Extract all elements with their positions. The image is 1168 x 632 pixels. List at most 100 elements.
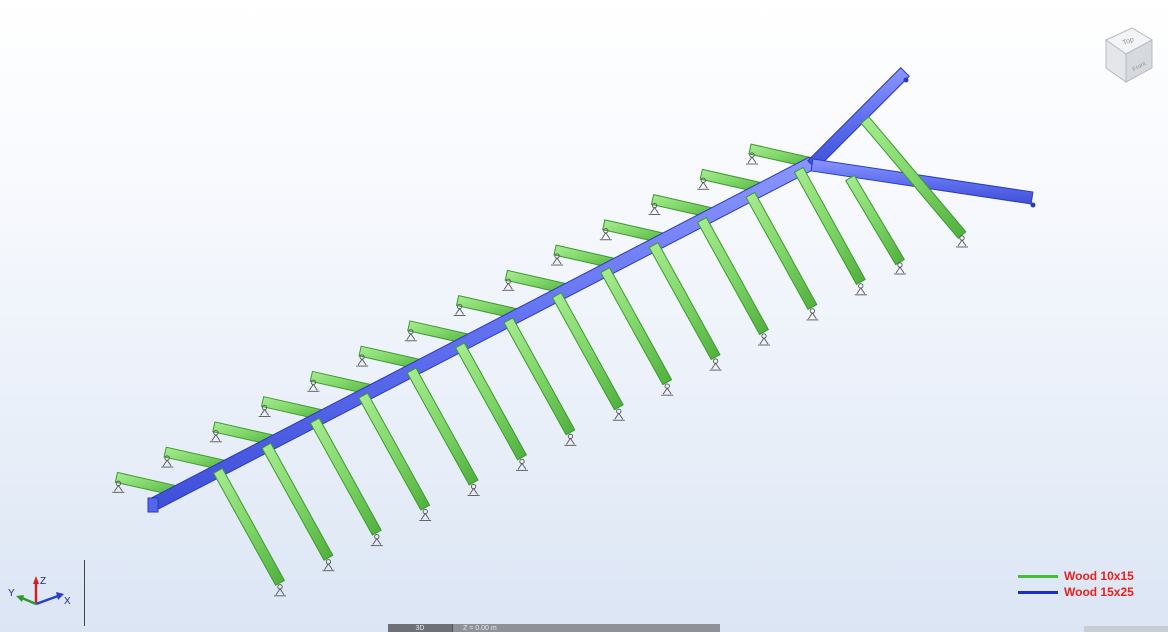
support-leg	[376, 538, 382, 545]
support-leg	[459, 308, 464, 315]
supports-layer	[112, 152, 968, 597]
support-node	[858, 283, 864, 289]
legend-swatch-green	[1018, 574, 1058, 578]
beam-end-node	[1030, 202, 1036, 208]
support-icon	[516, 458, 528, 471]
support-icon	[661, 383, 674, 396]
support-leg	[215, 434, 221, 442]
support-icon	[746, 152, 758, 165]
support-node	[325, 559, 332, 565]
support-leg	[118, 485, 123, 492]
support-leg	[328, 563, 333, 570]
support-leg	[654, 207, 659, 214]
support-leg	[260, 409, 265, 416]
support-node	[809, 308, 816, 314]
support-leg	[279, 588, 285, 596]
support-leg	[420, 513, 426, 520]
triad-divider	[84, 560, 85, 626]
support-leg	[763, 337, 769, 345]
support-leg	[961, 239, 967, 247]
support-leg	[601, 232, 607, 240]
support-leg	[406, 333, 412, 341]
support-leg	[410, 333, 416, 341]
joists-front-layer	[212, 116, 967, 586]
support-node	[567, 433, 574, 439]
beams-layer	[147, 67, 1036, 513]
support-node	[761, 333, 767, 339]
joist-front	[261, 442, 334, 561]
support-icon	[356, 354, 369, 367]
corner-tab[interactable]	[1084, 626, 1168, 632]
support-icon	[894, 262, 906, 275]
view-cube-top-label[interactable]: Top	[1122, 36, 1135, 47]
axis-triad-icon: Y Z X	[8, 576, 71, 607]
support-icon	[564, 433, 577, 446]
support-icon	[648, 202, 661, 215]
joist-front	[696, 216, 770, 336]
joist-front	[551, 292, 624, 411]
support-leg	[552, 257, 558, 265]
support-node	[959, 235, 965, 241]
joist-front	[406, 367, 479, 486]
joist-front	[793, 166, 866, 285]
support-leg	[312, 384, 318, 391]
support-leg	[503, 283, 509, 290]
support-leg	[711, 362, 716, 370]
support-leg	[469, 488, 474, 495]
support-leg	[895, 266, 901, 274]
coordinate-field[interactable]: Z = 0.00 m	[463, 625, 497, 632]
support-icon	[370, 533, 383, 547]
view-cube-icon[interactable]: Top Front	[1098, 10, 1158, 90]
support-icon	[467, 483, 480, 496]
support-node	[712, 358, 719, 364]
support-icon	[419, 508, 432, 522]
axis-x-label: X	[64, 596, 71, 607]
joist-front	[600, 267, 673, 386]
section-legend: Wood 10x15 Wood 15x25	[1018, 568, 1158, 600]
support-leg	[747, 156, 753, 164]
support-icon	[806, 308, 819, 321]
support-leg	[424, 513, 430, 520]
support-icon	[209, 430, 222, 443]
support-icon	[502, 278, 515, 291]
joists-back-layer	[114, 143, 814, 497]
support-node	[374, 533, 380, 540]
joist-front	[309, 417, 382, 536]
support-leg	[114, 485, 119, 492]
support-leg	[455, 308, 460, 315]
support-leg	[570, 438, 575, 445]
support-icon	[697, 177, 710, 190]
support-leg	[605, 232, 611, 240]
support-leg	[856, 287, 862, 295]
support-icon	[322, 559, 335, 572]
support-node	[519, 458, 525, 465]
support-leg	[372, 538, 378, 545]
legend-swatch-blue	[1018, 590, 1058, 594]
beam-end-cap	[147, 497, 159, 513]
support-leg	[566, 438, 571, 445]
support-leg	[324, 563, 329, 570]
support-leg	[275, 588, 281, 596]
support-leg	[751, 156, 757, 164]
beam-end-node	[903, 77, 909, 83]
support-leg	[808, 312, 813, 320]
support-leg	[308, 384, 314, 391]
support-leg	[556, 257, 562, 265]
support-leg	[166, 459, 172, 467]
joist-front	[745, 191, 818, 311]
support-node	[470, 483, 477, 490]
support-leg	[618, 412, 624, 420]
support-leg	[812, 312, 817, 320]
view-mode-field[interactable]: 3D	[388, 624, 453, 632]
support-leg	[517, 463, 523, 470]
legend-label: Wood 10x15	[1064, 569, 1134, 583]
support-leg	[957, 239, 963, 247]
support-icon	[453, 303, 466, 316]
support-icon	[258, 404, 271, 418]
support-leg	[361, 358, 367, 366]
hip-beam-upper	[807, 67, 910, 170]
support-leg	[614, 412, 620, 420]
support-icon	[161, 455, 174, 468]
